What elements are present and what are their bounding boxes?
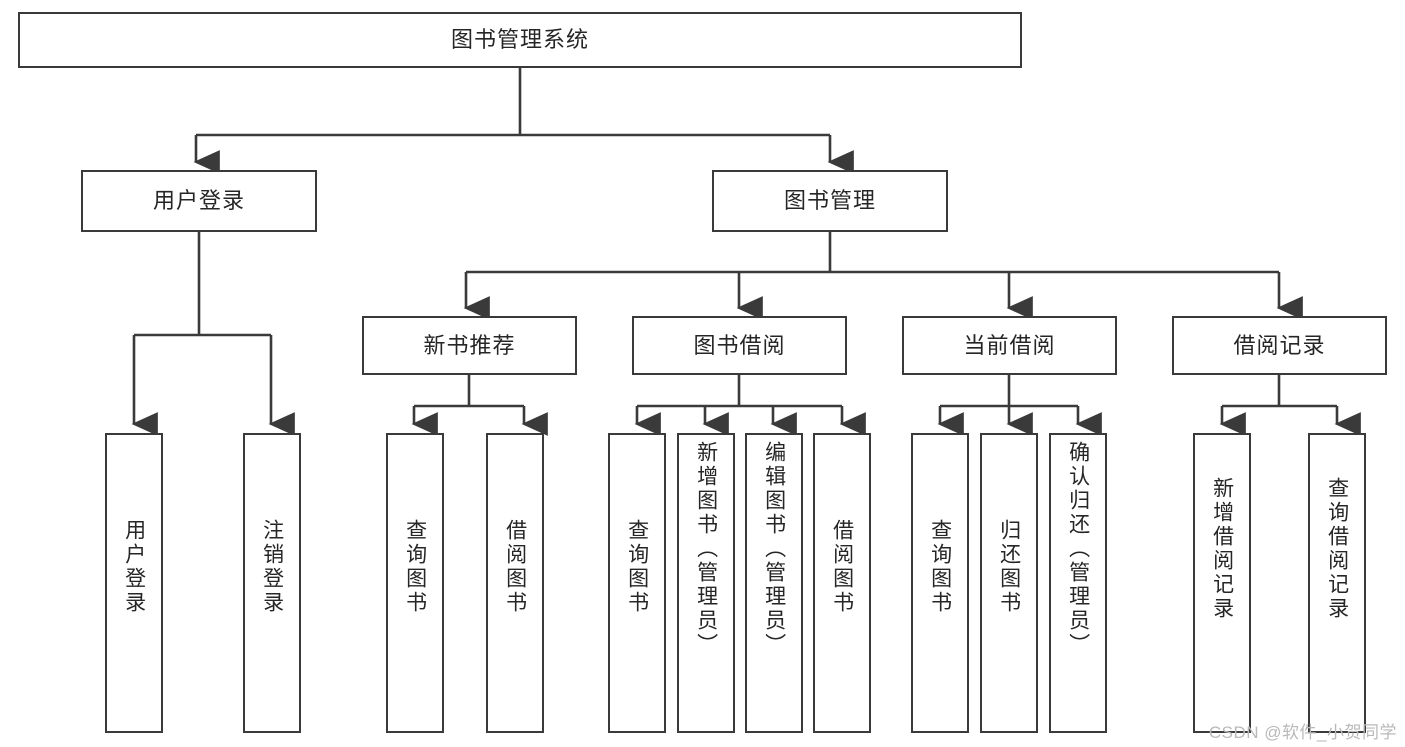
node-label: 当前借阅 bbox=[963, 332, 1056, 358]
node-label: 注销登录 bbox=[260, 519, 284, 615]
node-label: 借阅图书 bbox=[503, 519, 527, 615]
node-label: 用户登录 bbox=[152, 188, 245, 214]
node-label: 确认归还（管理员） bbox=[1066, 441, 1090, 657]
node-leaf-query-book-1[interactable]: 查询图书 bbox=[386, 433, 444, 733]
node-user-login[interactable]: 用户登录 bbox=[81, 170, 317, 232]
node-leaf-user-login[interactable]: 用户登录 bbox=[105, 433, 163, 733]
node-leaf-logout-login[interactable]: 注销登录 bbox=[243, 433, 301, 733]
node-label: 查询借阅记录 bbox=[1325, 477, 1349, 621]
node-leaf-edit-book[interactable]: 编辑图书（管理员） bbox=[745, 433, 803, 733]
node-leaf-borrow-book-1[interactable]: 借阅图书 bbox=[486, 433, 544, 733]
node-label: 查询图书 bbox=[625, 519, 649, 615]
node-label: 新书推荐 bbox=[423, 332, 516, 358]
node-leaf-confirm-return[interactable]: 确认归还（管理员） bbox=[1049, 433, 1107, 733]
node-leaf-add-book[interactable]: 新增图书（管理员） bbox=[677, 433, 735, 733]
node-label: 查询图书 bbox=[928, 519, 952, 615]
node-label: 图书借阅 bbox=[693, 332, 786, 358]
node-leaf-query-book-3[interactable]: 查询图书 bbox=[911, 433, 969, 733]
node-leaf-return-book[interactable]: 归还图书 bbox=[980, 433, 1038, 733]
node-leaf-query-book-2[interactable]: 查询图书 bbox=[608, 433, 666, 733]
node-new-book-recommend[interactable]: 新书推荐 bbox=[362, 316, 577, 375]
watermark-text: CSDN @软件_小贺同学 bbox=[1208, 723, 1397, 742]
node-label: 用户登录 bbox=[122, 519, 146, 615]
node-borrow-record[interactable]: 借阅记录 bbox=[1172, 316, 1387, 375]
node-root-system[interactable]: 图书管理系统 bbox=[18, 12, 1022, 68]
node-label: 图书管理系统 bbox=[450, 27, 589, 53]
node-label: 借阅图书 bbox=[830, 519, 854, 615]
node-book-management[interactable]: 图书管理 bbox=[712, 170, 948, 232]
node-leaf-add-record[interactable]: 新增借阅记录 bbox=[1193, 433, 1251, 733]
node-label: 借阅记录 bbox=[1233, 332, 1326, 358]
node-label: 图书管理 bbox=[783, 188, 876, 214]
node-leaf-query-record[interactable]: 查询借阅记录 bbox=[1308, 433, 1366, 733]
node-label: 编辑图书（管理员） bbox=[762, 441, 786, 657]
node-current-borrow[interactable]: 当前借阅 bbox=[902, 316, 1117, 375]
node-label: 新增借阅记录 bbox=[1210, 477, 1234, 621]
node-label: 归还图书 bbox=[997, 519, 1021, 615]
node-label: 查询图书 bbox=[403, 519, 427, 615]
node-book-borrow[interactable]: 图书借阅 bbox=[632, 316, 847, 375]
node-leaf-borrow-book-2[interactable]: 借阅图书 bbox=[813, 433, 871, 733]
node-label: 新增图书（管理员） bbox=[694, 441, 718, 657]
